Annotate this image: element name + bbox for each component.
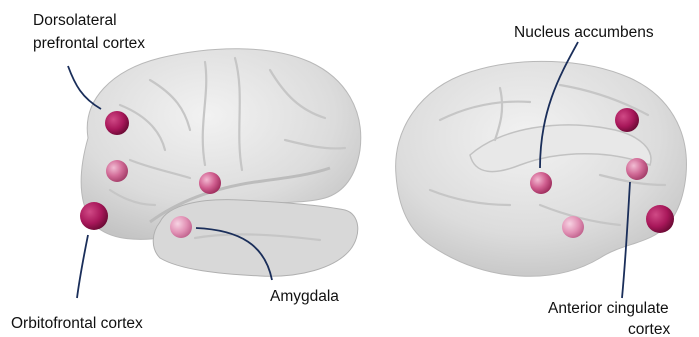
label-acc-line1: Anterior cingulate xyxy=(548,300,669,317)
right-brain-medial xyxy=(396,61,687,276)
left-brain-lateral xyxy=(80,49,361,277)
node-dlpfc xyxy=(105,111,129,135)
label-nacc: Nucleus accumbens xyxy=(514,24,654,41)
node-insula xyxy=(199,172,221,194)
node-lateral-frontal xyxy=(106,160,128,182)
node-nacc xyxy=(530,172,552,194)
label-amygdala: Amygdala xyxy=(270,288,339,305)
node-amygdala xyxy=(170,216,192,238)
leader-line-ofc xyxy=(77,235,88,298)
node-medial-temporal xyxy=(562,216,584,238)
label-acc-line2: cortex xyxy=(628,321,670,337)
label-ofc: Orbitofrontal cortex xyxy=(11,315,143,332)
label-dlpfc-line1: Dorsolateral xyxy=(33,12,117,29)
label-dlpfc-line2: prefrontal cortex xyxy=(33,35,145,52)
node-medial-ofc xyxy=(646,205,674,233)
left-temporal-lobe xyxy=(153,200,358,277)
node-acc-upper xyxy=(615,108,639,132)
node-ofc xyxy=(80,202,108,230)
node-acc xyxy=(626,158,648,180)
